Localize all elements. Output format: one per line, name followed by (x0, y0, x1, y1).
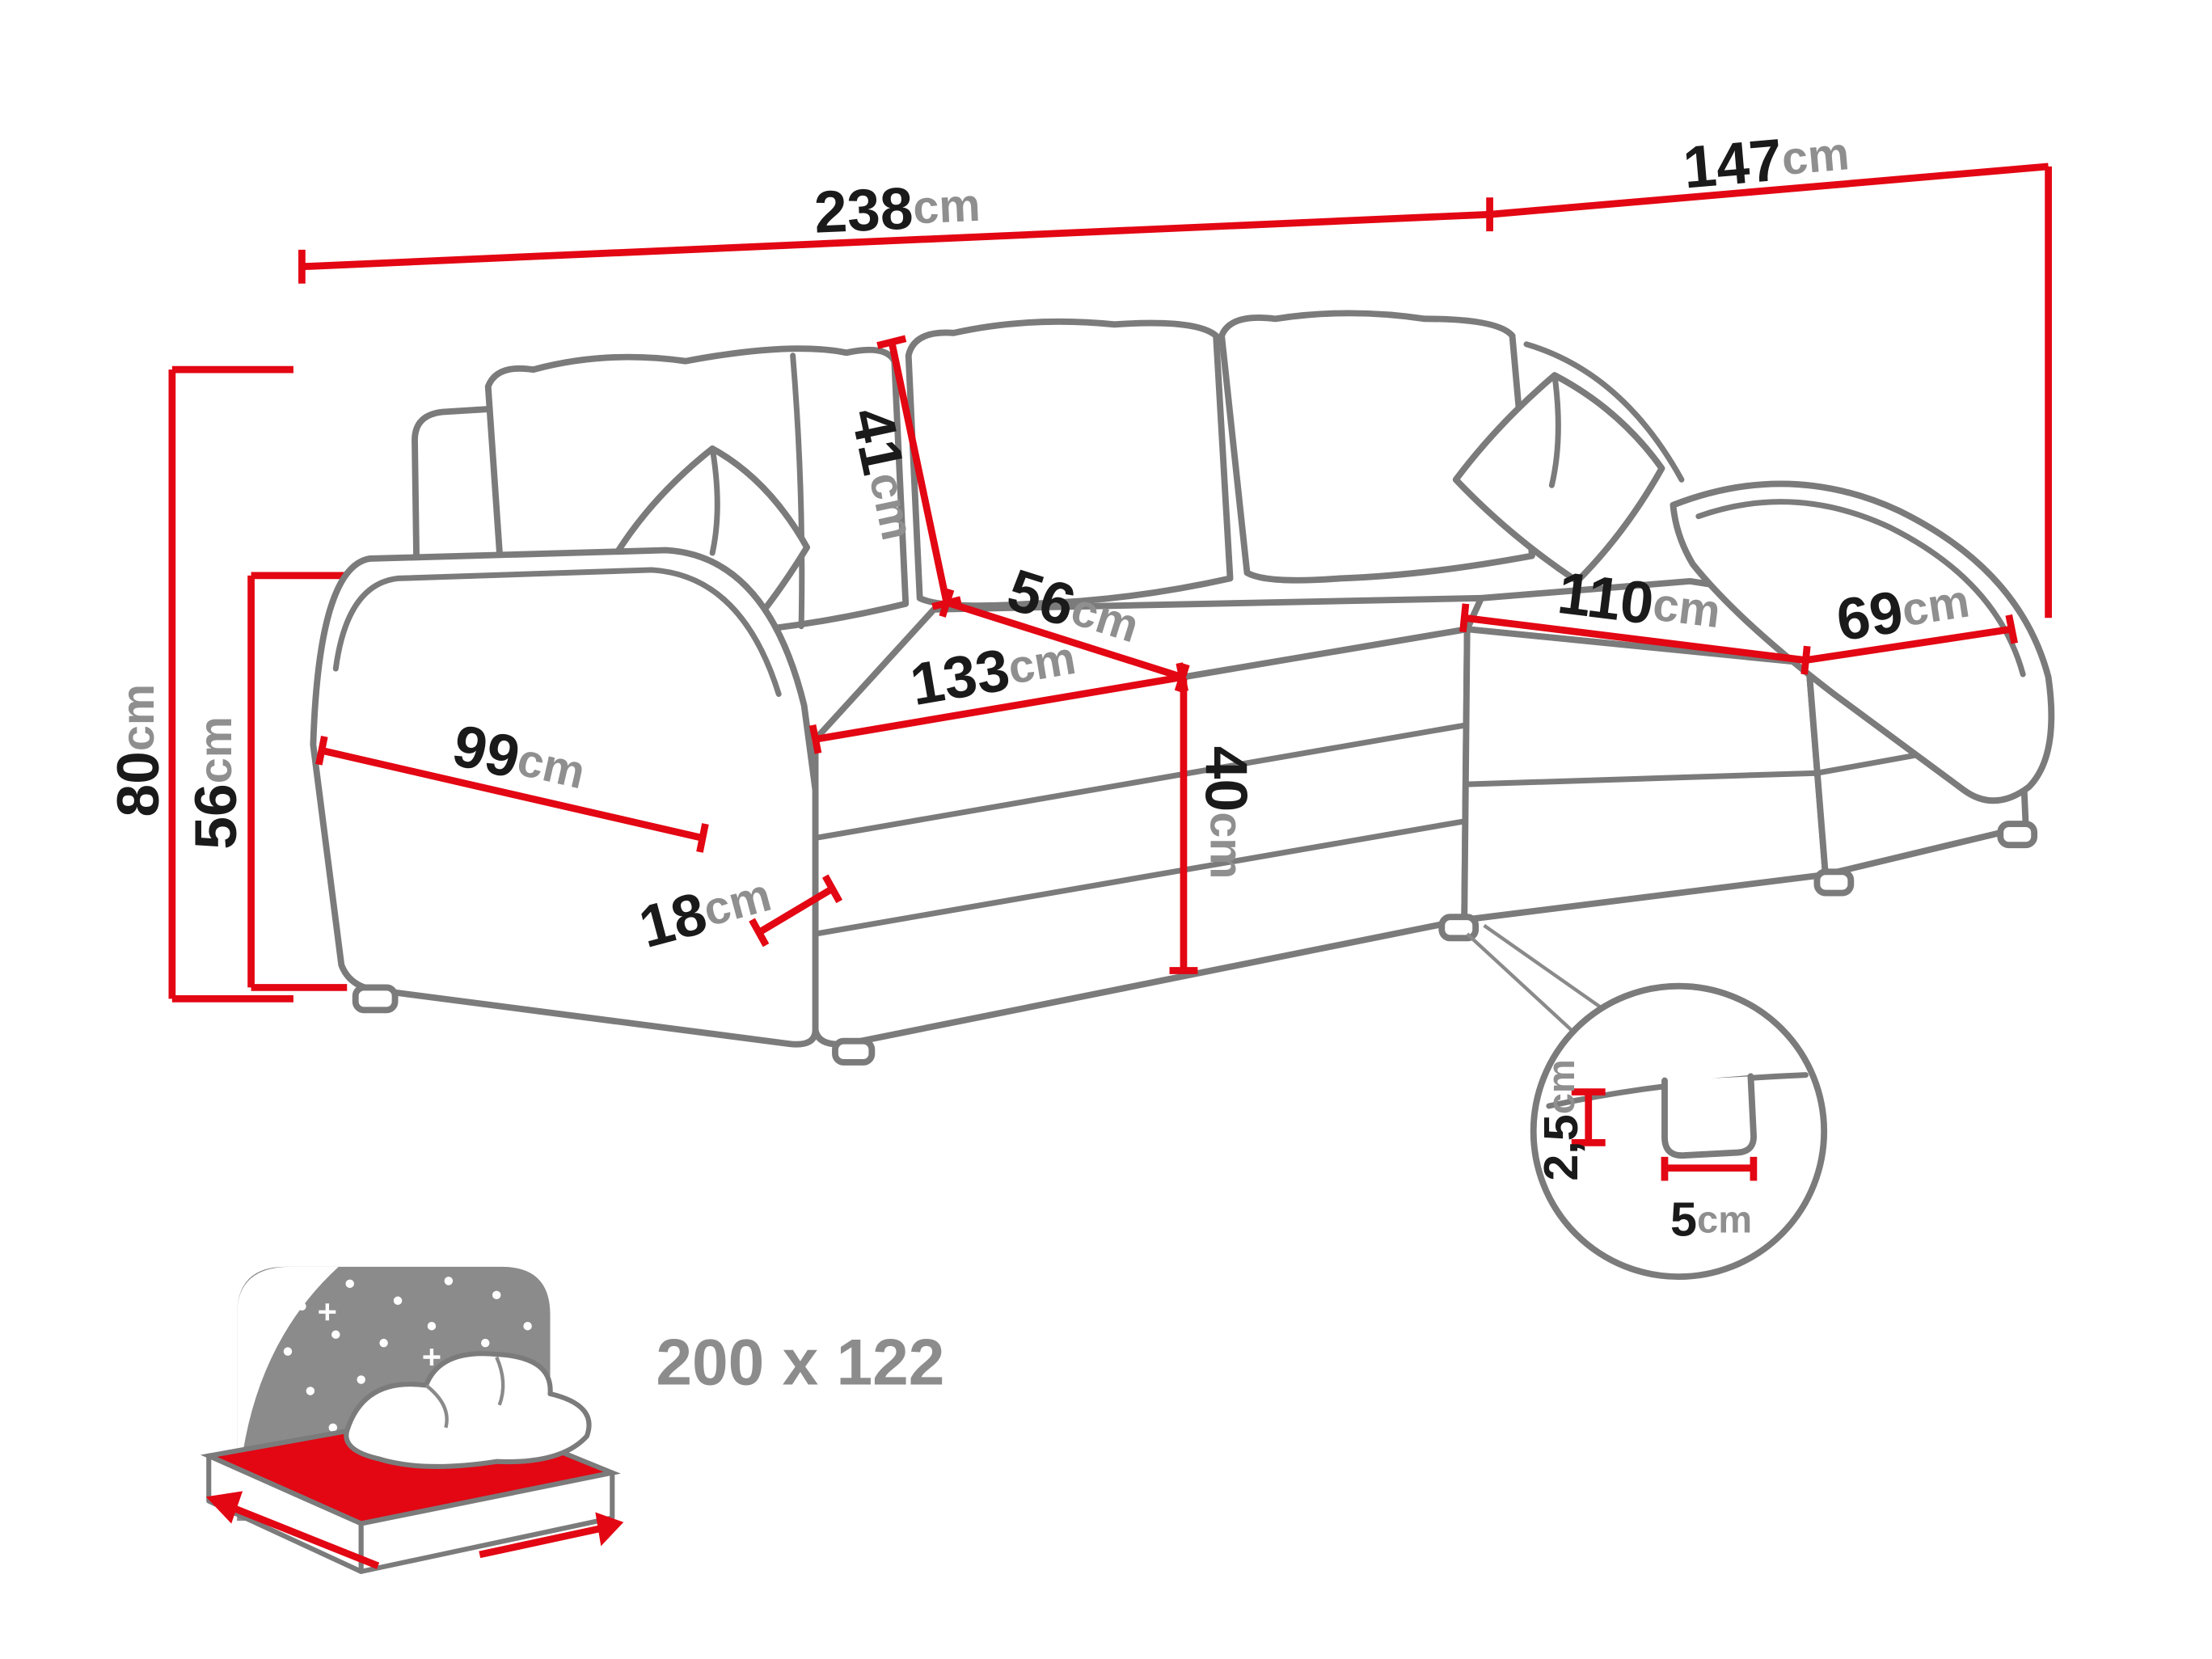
front-left-armrest (310, 547, 819, 1048)
accent-pillow-right (1452, 372, 1665, 585)
leg-chaise-left (1813, 868, 1855, 897)
leg-chaise-right (1997, 821, 2038, 849)
front-left-armrest-inner (332, 567, 782, 697)
chaise-side-seam (1463, 770, 1820, 787)
label-seat-height: 40cm (1193, 746, 1259, 880)
label-leg-height: 2,5cm (1533, 1059, 1587, 1181)
dim-line-seat-width (814, 673, 1183, 743)
leg-detail (1466, 923, 1828, 1281)
label-leg-width: 5cm (1670, 1192, 1752, 1246)
duvet-folds (424, 1356, 505, 1429)
sleeping-area-label: 200 x 122 (656, 1327, 944, 1399)
dim-ticks-armrest-height (251, 572, 348, 991)
dim-ticks-armrest-width (749, 874, 843, 948)
accent-pillow-right-fold (1548, 372, 1561, 488)
dim-line-back-cushion-height (888, 340, 951, 603)
dim-ticks-chaise-width (2005, 614, 2018, 644)
label-armrest-height: 56cm (183, 716, 249, 850)
dim-ticks-leg-height (1571, 1088, 1606, 1146)
arrow-length-line (222, 1501, 380, 1569)
label-total-depth: 147cm (1681, 120, 1852, 201)
leg-front-center (832, 1037, 876, 1066)
chaise-armrest-inner (1695, 499, 2026, 678)
accent-pillow-left-fold (709, 445, 720, 556)
sofa-legs (352, 821, 2038, 1066)
zoom-leg-shape (1661, 1073, 1757, 1159)
leg-corner (1438, 914, 1480, 942)
dim-line-seat-depth (945, 598, 1184, 681)
chaise-armrest (1670, 480, 2055, 804)
dim-line-chaise-length (1463, 614, 1807, 664)
dim-line-total-depth (1489, 163, 2049, 218)
dim-ticks-armrest-length (315, 735, 709, 853)
front-face-seams (813, 722, 1469, 937)
label-seat-width: 133cm (905, 625, 1080, 718)
arrow-length-head (205, 1491, 243, 1524)
dim-line-armrest-width (757, 885, 834, 936)
arrow-width-head (595, 1512, 624, 1547)
dimension-frame (168, 163, 2052, 1003)
label-chaise-length: 110cm (1555, 559, 1724, 645)
duvet (344, 1351, 592, 1469)
dim-line-armrest-length (320, 747, 703, 842)
size-arrows (205, 1491, 624, 1569)
back-corner-edge (1523, 341, 1685, 483)
leg-front-left (352, 984, 399, 1014)
back-cushion-center (905, 318, 1234, 610)
label-chaise-width: 69cm (1832, 568, 1973, 654)
sofa (310, 310, 2055, 1066)
back-cushion-left-crease (790, 352, 805, 630)
label-total-height: 80cm (105, 684, 171, 817)
inner-dimensions (315, 335, 2018, 974)
dim-ticks-total-height (171, 365, 293, 1003)
back-cushion-right (1218, 310, 1535, 584)
sleeping-function: 200 x 122 (200, 1266, 944, 1574)
dim-line-total-width (302, 210, 1490, 271)
dim-ticks-leg-width (1661, 1156, 1758, 1181)
headboard-moon-curve (237, 1266, 339, 1521)
label-total-width: 238cm (813, 172, 981, 246)
dim-line-chaise-width (1805, 625, 2012, 664)
arrow-width-line (479, 1524, 605, 1559)
zoom-connector-lines (1466, 923, 1618, 1036)
label-back-cushion-height: 41cm (838, 402, 931, 546)
